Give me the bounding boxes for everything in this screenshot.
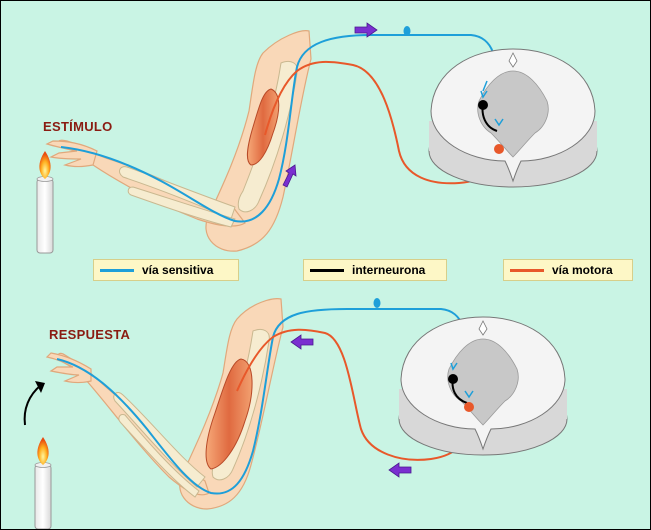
spinal-cord <box>429 49 597 187</box>
legend-swatch-motor <box>510 269 544 272</box>
flame-icon <box>37 437 48 465</box>
arrow-icon <box>389 463 411 477</box>
interneuron-body <box>478 100 488 110</box>
hand <box>47 353 91 383</box>
legend-label-sensory: vía sensitiva <box>142 263 213 277</box>
sensory-ganglion <box>374 298 381 308</box>
candle-icon <box>37 151 53 253</box>
flame-icon <box>39 151 50 179</box>
motor-neuron-body <box>494 144 504 154</box>
stimulus-label: ESTÍMULO <box>43 119 113 134</box>
legend-label-interneuron: interneurona <box>352 263 425 277</box>
legend-item-interneuron: interneurona <box>303 259 447 281</box>
top-panel <box>37 23 597 253</box>
sensory-ganglion <box>404 26 411 36</box>
candle-icon <box>35 437 51 529</box>
curved-arrow-icon <box>25 385 41 425</box>
spinal-cord <box>399 317 567 455</box>
hand <box>47 141 97 167</box>
legend-item-motor: vía motora <box>503 259 633 281</box>
legend-label-motor: vía motora <box>552 263 613 277</box>
response-label: RESPUESTA <box>49 327 130 342</box>
motor-neuron-body <box>464 402 474 412</box>
legend-swatch-interneuron <box>310 269 344 272</box>
legend-item-sensory: vía sensitiva <box>93 259 239 281</box>
legend-swatch-sensory <box>100 269 134 272</box>
interneuron-body <box>448 374 458 384</box>
arrow-icon <box>291 335 313 349</box>
